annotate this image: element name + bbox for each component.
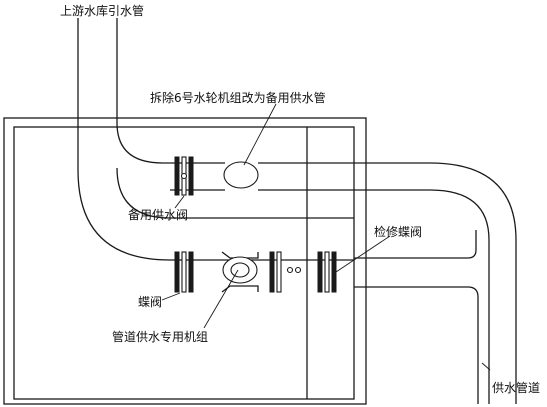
label-backup-supply-valve: 备用供水阀 — [128, 208, 188, 222]
butterfly-valve — [174, 251, 194, 293]
leader-backup-valve — [174, 195, 185, 209]
penstock-inner-wall — [116, 18, 225, 164]
downcomer-tee-left — [467, 230, 477, 259]
penstock-outer-wall — [77, 18, 354, 261]
label-butterfly-valve: 蝶阀 — [138, 294, 162, 309]
label-water-supply-pipeline: 供水管道 — [492, 380, 540, 395]
dedicated-supply-unit — [221, 251, 259, 293]
dismantled-unit6-marker — [223, 161, 259, 189]
downcomer-inner-wall — [429, 189, 490, 404]
leader-butterfly-valve — [161, 292, 181, 301]
label-dismantle-unit6: 拆除6号水轮机组改为备用供水管 — [150, 90, 326, 105]
leader-dismantle-unit6 — [243, 103, 277, 166]
leader-supply-unit — [203, 269, 239, 329]
leader-maintenance-valve — [335, 235, 391, 273]
backup-supply-valve — [174, 156, 194, 196]
label-upstream-intake: 上游水库引水管 — [60, 3, 144, 18]
leader-supply-pipeline — [481, 362, 491, 371]
penstock-branch-junction — [116, 167, 171, 219]
label-maintenance-butterfly-valve: 检修蝶阀 — [374, 224, 422, 239]
mid-flange-pair — [269, 251, 302, 293]
maintenance-butterfly-valve — [317, 251, 337, 293]
downcomer-outer-wall — [429, 162, 517, 404]
powerhouse-frame — [3, 117, 367, 405]
downcomer-tee-bottom — [467, 286, 479, 404]
label-dedicated-supply-unit: 管道供水专用机组 — [112, 329, 208, 344]
